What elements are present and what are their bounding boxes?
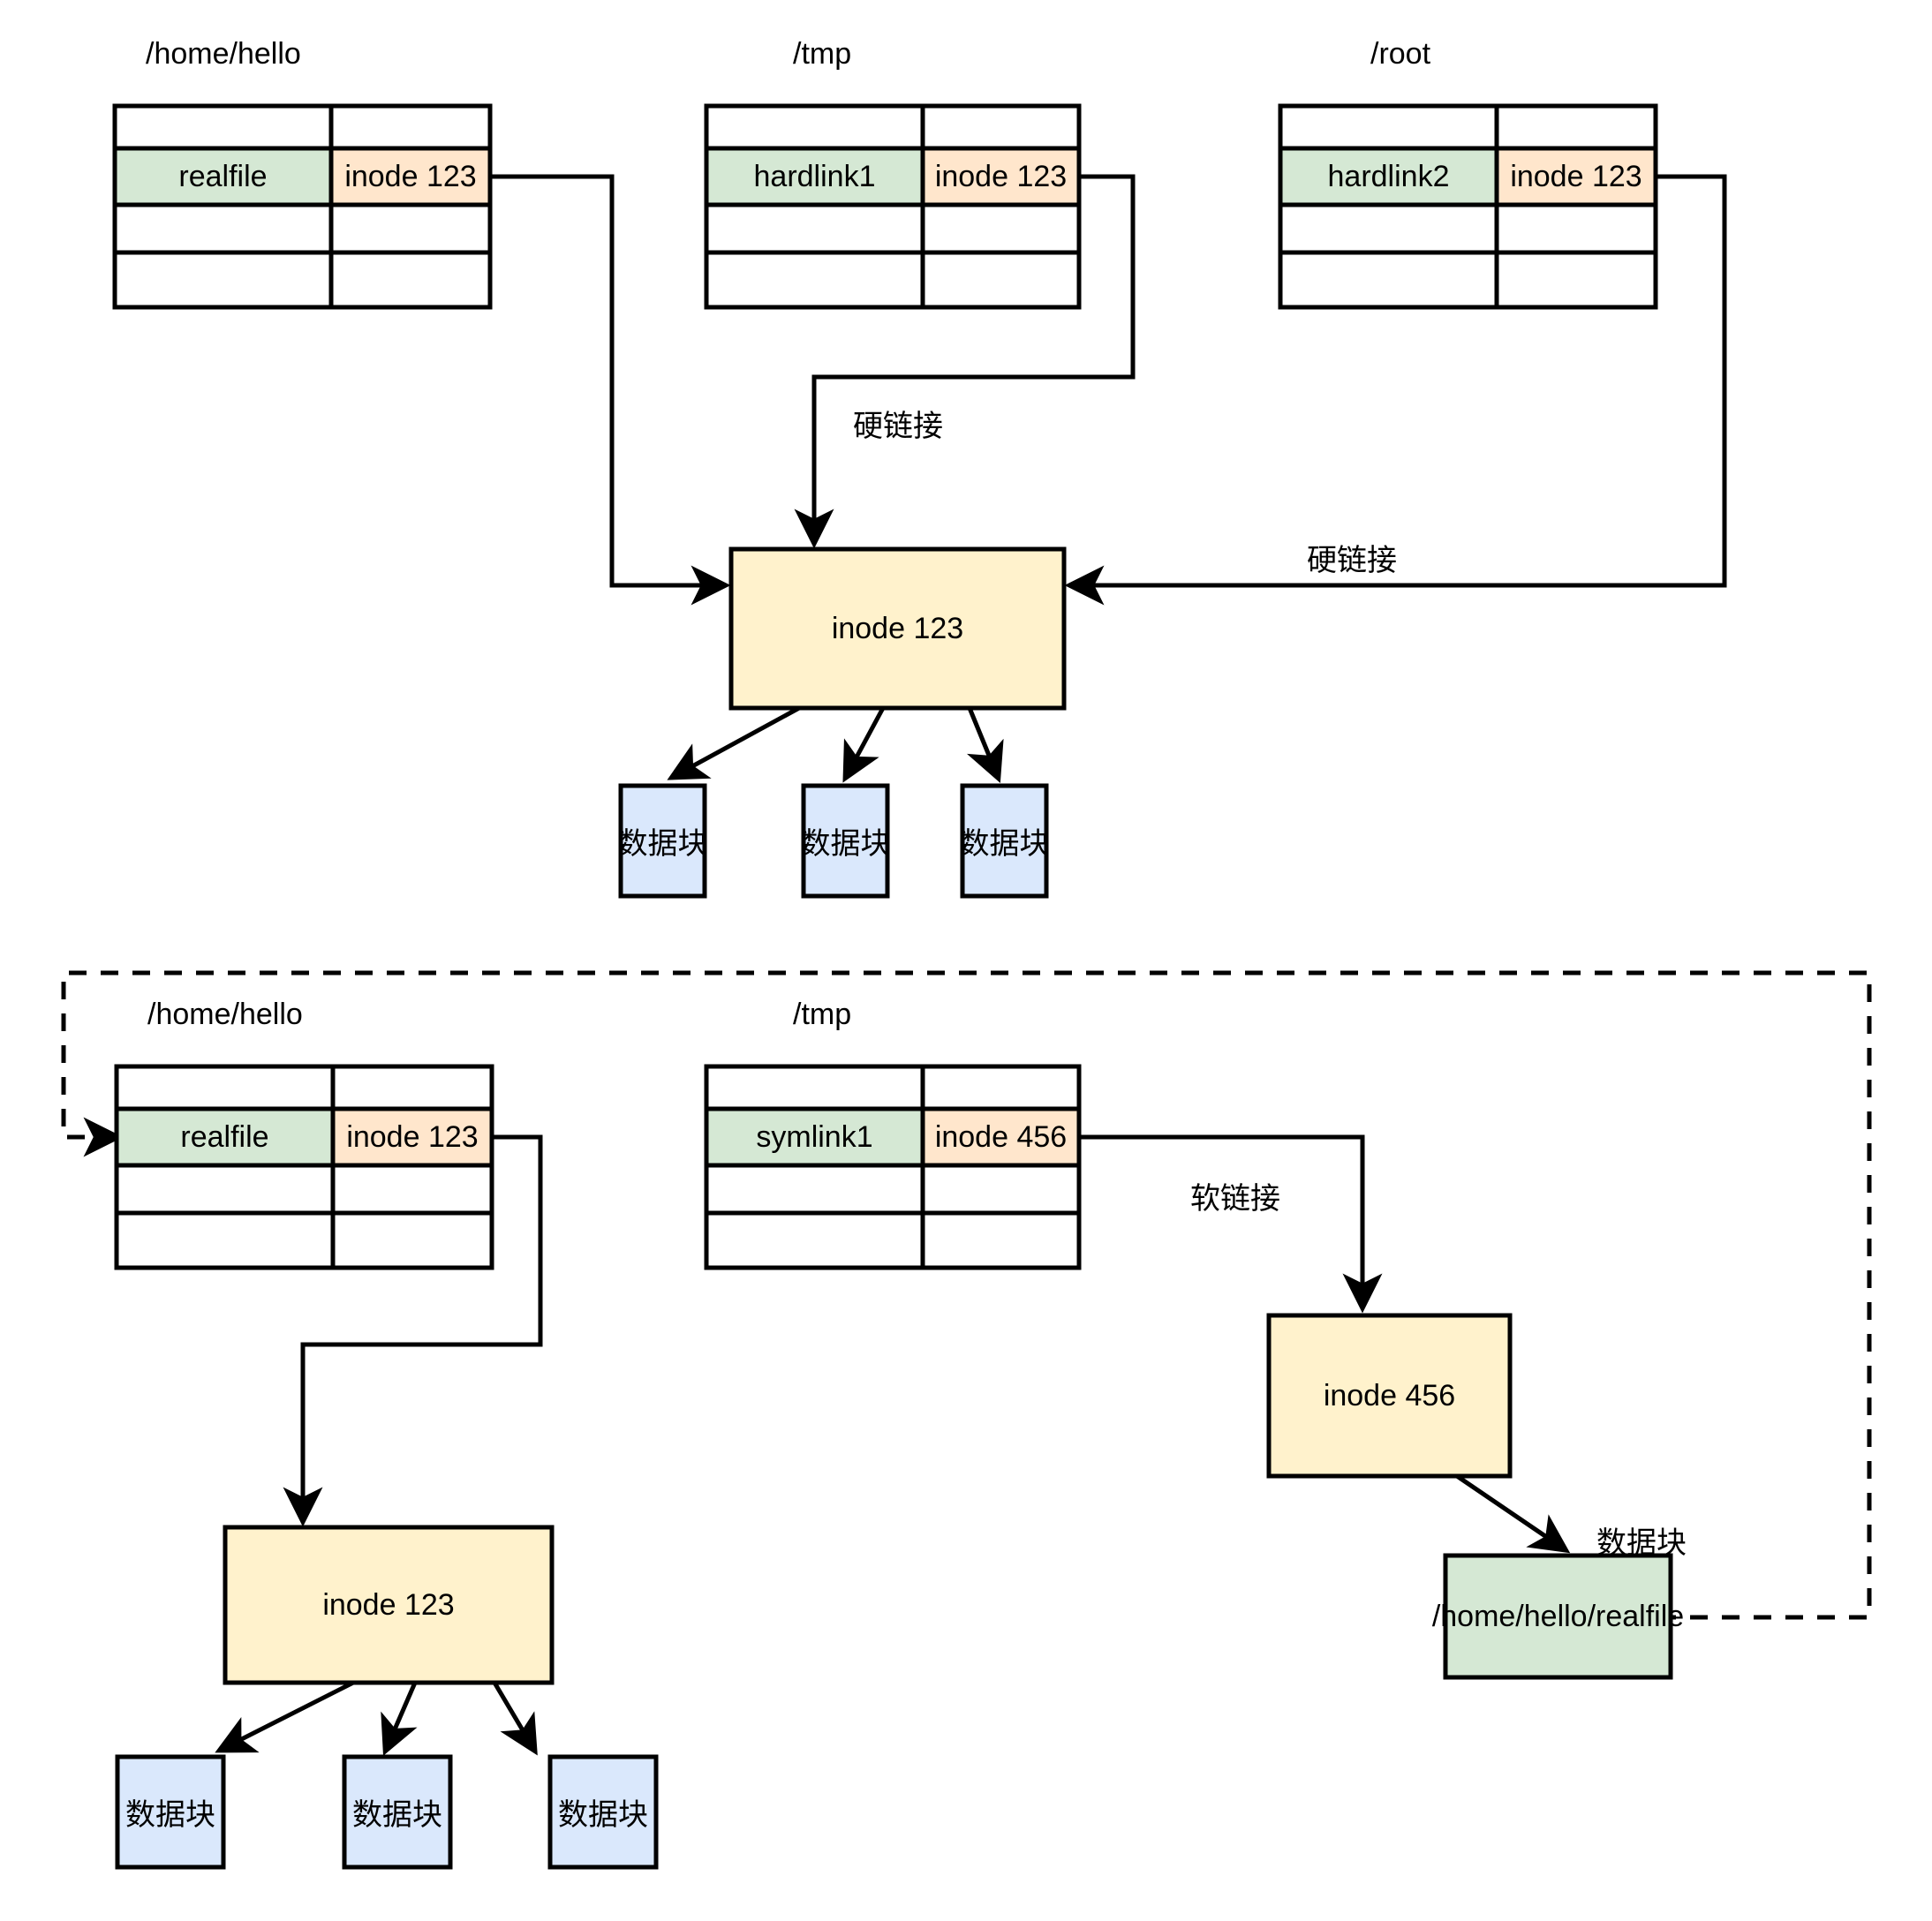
cell-inode-hardlink1[interactable]: inode 123	[934, 159, 1068, 193]
connector-realfile-to-inode-lower	[283, 1134, 543, 1527]
connector-inode-lower-to-block-2	[381, 1682, 418, 1756]
data-block-lower-3	[547, 1754, 659, 1870]
connector-inode-to-block-3	[966, 707, 1004, 783]
inode-box-lower-left	[223, 1525, 555, 1685]
edge-label-symlink: 软链接	[1190, 1182, 1280, 1216]
cell-name-hardlink1[interactable]: hardlink1	[753, 159, 876, 193]
table-home-hello-upper	[112, 103, 493, 310]
table-home-hello-lower	[114, 1064, 494, 1270]
connector-inode-lower-to-block-3	[492, 1681, 538, 1756]
inode-box-lower-left-label: inode 123	[322, 1587, 455, 1622]
connector-inode-to-block-1	[667, 705, 801, 780]
edge-label-hardlink-center: 硬链接	[853, 410, 943, 443]
inode-box-upper-label: inode 123	[831, 611, 964, 645]
table-caption-home-hello-upper: /home/hello	[146, 37, 301, 71]
connector-inode456-to-target	[1455, 1473, 1571, 1554]
inode-box-lower-right	[1266, 1313, 1513, 1479]
cell-inode-symlink1[interactable]: inode 456	[934, 1119, 1068, 1154]
table-tmp-upper	[704, 103, 1082, 310]
connector-tmp-to-inode	[794, 174, 1136, 549]
data-block-upper-3-label: 数据块	[959, 827, 1050, 861]
table-caption-root-upper: /root	[1370, 37, 1431, 71]
connector-inode-to-block-2	[842, 706, 886, 783]
inode-box-lower-right-label: inode 456	[1323, 1378, 1456, 1412]
cell-inode-hardlink2[interactable]: inode 123	[1510, 159, 1642, 193]
data-block-lower-3-label: 数据块	[558, 1798, 648, 1832]
connector-root-to-inode	[1064, 174, 1727, 606]
table-caption-home-hello-lower: /home/hello	[147, 998, 303, 1031]
data-block-lower-1-label: 数据块	[125, 1798, 215, 1832]
cell-inode-realfile-lower[interactable]: inode 123	[346, 1119, 479, 1154]
table-root-upper	[1278, 103, 1658, 310]
cell-name-hardlink2[interactable]: hardlink2	[1327, 159, 1450, 193]
cell-name-realfile-lower[interactable]: realfile	[180, 1119, 269, 1154]
cell-name-realfile-upper[interactable]: realfile	[178, 159, 268, 193]
data-block-lower-2	[342, 1754, 453, 1870]
table-caption-tmp-lower: /tmp	[793, 998, 852, 1031]
data-block-upper-1-label: 数据块	[617, 827, 708, 861]
table-tmp-lower	[704, 1064, 1082, 1270]
data-block-lower-1	[115, 1754, 226, 1870]
inode-box-upper	[728, 546, 1067, 711]
edge-label-hardlink-right: 硬链接	[1307, 544, 1397, 577]
cell-inode-realfile-upper[interactable]: inode 123	[344, 159, 477, 193]
data-block-upper-3	[960, 783, 1049, 899]
cell-name-symlink1[interactable]: symlink1	[756, 1119, 873, 1154]
connector-home-hello-to-inode	[490, 174, 731, 606]
symlink-target-box	[1443, 1553, 1673, 1680]
data-block-upper-2-label: 数据块	[800, 827, 891, 861]
symlink-target-label: /home/hello/realfile	[1431, 1599, 1685, 1633]
table-caption-tmp-upper: /tmp	[793, 37, 852, 71]
connector-symlink-to-inode456	[1079, 1134, 1383, 1314]
data-block-upper-1	[618, 783, 707, 899]
data-block-upper-2	[801, 783, 890, 899]
edge-label-data-block-lower: 数据块	[1596, 1526, 1687, 1560]
connector-inode-lower-to-block-1	[215, 1680, 355, 1753]
dashed-symlink-resolution-path	[61, 970, 1872, 1620]
data-block-lower-2-label: 数据块	[352, 1798, 442, 1832]
